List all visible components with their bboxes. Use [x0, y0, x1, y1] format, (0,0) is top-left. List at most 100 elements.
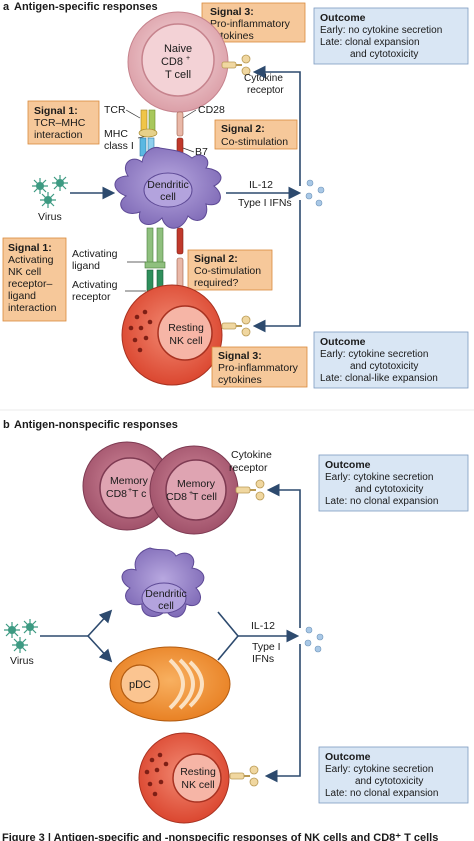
resting-nk-cell: Resting NK cell [121, 284, 223, 386]
dc-label-line2: cell [160, 191, 176, 203]
signal-1-nk-title: Signal 1: [8, 242, 52, 254]
mhc-label-2: class I [104, 140, 134, 152]
outcome-tcell-line2: Late: clonal expansion [320, 37, 420, 48]
outcome-nk-line2: and cytotoxicity [350, 361, 418, 372]
b-cytokine-receptor-label-1: Cytokine [231, 449, 272, 461]
outcome-nk-line3: Late: clonal-like expansion [320, 373, 438, 384]
nk-cytokine-receptor-icon [221, 315, 251, 337]
signal-1-nk-line1: Activating [8, 254, 54, 266]
cytokine-receptor-label-1: Cytokine [244, 73, 283, 84]
signal-1-nk-line4: ligand [8, 290, 36, 302]
dc-label-line1: Dendritic [147, 179, 188, 191]
activating-receptor-label-1: Activating [72, 279, 118, 291]
signal-2-costim-line1: Co-stimulation [221, 136, 288, 148]
signal-2-costim-box: Signal 2: Co-stimulation [214, 119, 298, 150]
outcome-nk-title: Outcome [320, 336, 366, 348]
resting-nk-cell-b: Resting NK cell [138, 732, 230, 824]
nk-b-label-line2: NK cell [181, 779, 214, 791]
figure-caption: Figure 3 | Antigen-specific and -nonspec… [2, 832, 438, 841]
outcome-tcell-title: Outcome [320, 12, 366, 24]
naive-label-line1: Naive [164, 43, 192, 55]
memory-cytokine-receptor-icon [235, 479, 265, 501]
dendritic-cell: Dendritic cell [114, 147, 222, 229]
outcome-memory-line1: Early: cytokine secretion [325, 472, 433, 483]
signal-1-tcr-line1: TCR–MHC [34, 117, 86, 129]
outcome-tcell-line1: Early: no cytokine secretion [320, 25, 442, 36]
signal-3-tcell-line1: Pro-inflammatory [210, 18, 291, 30]
cd28-icon [176, 111, 184, 137]
activating-ligand-label-2: ligand [72, 260, 100, 272]
panel-b-letter: b [3, 419, 10, 431]
outcome-nk-line1: Early: cytokine secretion [320, 349, 428, 360]
signal-1-nk-line2: NK cell [8, 266, 41, 278]
cytokine-receptor-label-2: receptor [247, 85, 284, 96]
panel-b-title: Antigen-nonspecific responses [14, 419, 178, 431]
pdc-cell: pDC [109, 646, 231, 722]
outcome-nk-b-title: Outcome [325, 751, 371, 763]
dc-b-label-line2: cell [158, 600, 174, 612]
signal-3-tcell-title: Signal 3: [210, 6, 254, 18]
memory-back-suffix: T c [132, 488, 146, 500]
memory-back-sup: + [128, 487, 132, 494]
outcome-memory-line3: Late: no clonal expansion [325, 496, 438, 507]
dc-b-label-line1: Dendritic [145, 588, 186, 600]
signal-2-costim-title: Signal 2: [221, 123, 265, 135]
signal-1-tcr-title: Signal 1: [34, 105, 78, 117]
naive-label-sup: + [186, 55, 190, 62]
signal-3-nk-line2: cytokines [218, 374, 262, 386]
signal-2-nk-line2: required? [194, 277, 239, 289]
naive-label-line2: CD8 [161, 56, 183, 68]
il12-b-label: IL-12 [251, 620, 275, 632]
naive-label-line3: T cell [165, 69, 191, 81]
signal-3-nk-line1: Pro-inflammatory [218, 362, 299, 374]
dendritic-cell-b: Dendritic cell [121, 547, 205, 618]
signal-1-nk-line3: receptor– [8, 278, 53, 290]
signal-1-tcr-box: Signal 1: TCR–MHC interaction [27, 100, 100, 145]
signal-2-nk-line1: Co-stimulation [194, 265, 261, 277]
outcome-nk-b-box: Outcome Early: cytokine secretion and cy… [318, 746, 469, 804]
nk-label-line2: NK cell [169, 335, 202, 347]
outcome-nk-b-line3: Late: no clonal expansion [325, 788, 438, 799]
signal-1-nk-line5: interaction [8, 302, 57, 314]
naive-cd8-t-cell: Naive CD8 + T cell [127, 11, 229, 113]
cytokine-receptor-icon [221, 54, 251, 76]
panel-a-title: Antigen-specific responses [14, 1, 158, 13]
panel-a-letter: a [3, 1, 10, 13]
signal-2-nk-box: Signal 2: Co-stimulation required? [187, 249, 273, 291]
cytokine-dots-b [304, 626, 324, 653]
virus-icon [32, 175, 68, 208]
memory-cd8-t-cell-back: Memory CD8 + T c [82, 441, 172, 531]
type1-ifns-label: Type I IFNs [238, 197, 292, 209]
memory-back-line1: Memory [110, 475, 149, 487]
nk-b-cytokine-receptor-icon [229, 765, 259, 787]
activating-receptor-label-2: receptor [72, 291, 111, 303]
activating-ligand-label-1: Activating [72, 248, 118, 260]
signal-2-nk-title: Signal 2: [194, 253, 238, 265]
memory-label-line2: CD8 [166, 491, 187, 503]
virus-b-label: Virus [10, 655, 34, 667]
memory-back-line2: CD8 [106, 488, 127, 500]
pdc-label: pDC [129, 679, 151, 691]
activating-ligand-icon [144, 227, 166, 269]
outcome-nk-b-line1: Early: cytokine secretion [325, 764, 433, 775]
outcome-tcell-box: Outcome Early: no cytokine secretion Lat… [313, 7, 469, 65]
signal-1-nk-box: Signal 1: Activating NK cell receptor– l… [2, 237, 67, 322]
tcr-label: TCR [104, 104, 126, 116]
virus-b-icon [4, 619, 38, 653]
outcome-memory-line2: and cytotoxicity [355, 484, 423, 495]
type1-b-label-1: Type I [252, 641, 281, 653]
outcome-nk-box: Outcome Early: cytokine secretion and cy… [313, 331, 469, 389]
memory-label-sup: + [189, 490, 193, 497]
signal-3-nk-title: Signal 3: [218, 350, 262, 362]
outcome-memory-title: Outcome [325, 459, 371, 471]
outcome-nk-b-line2: and cytotoxicity [355, 776, 423, 787]
b-cytokine-receptor-label-2: receptor [229, 462, 268, 474]
cd28-label: CD28 [198, 104, 225, 116]
signal-3-nk-box: Signal 3: Pro-inflammatory cytokines [211, 346, 308, 388]
signal-1-tcr-line2: interaction [34, 129, 83, 141]
memory-label-suffix: T cell [192, 491, 217, 503]
virus-label: Virus [38, 211, 62, 223]
memory-cd8-t-cell-front: Memory CD8 + T cell [149, 445, 239, 535]
cytokine-dots [305, 179, 325, 207]
